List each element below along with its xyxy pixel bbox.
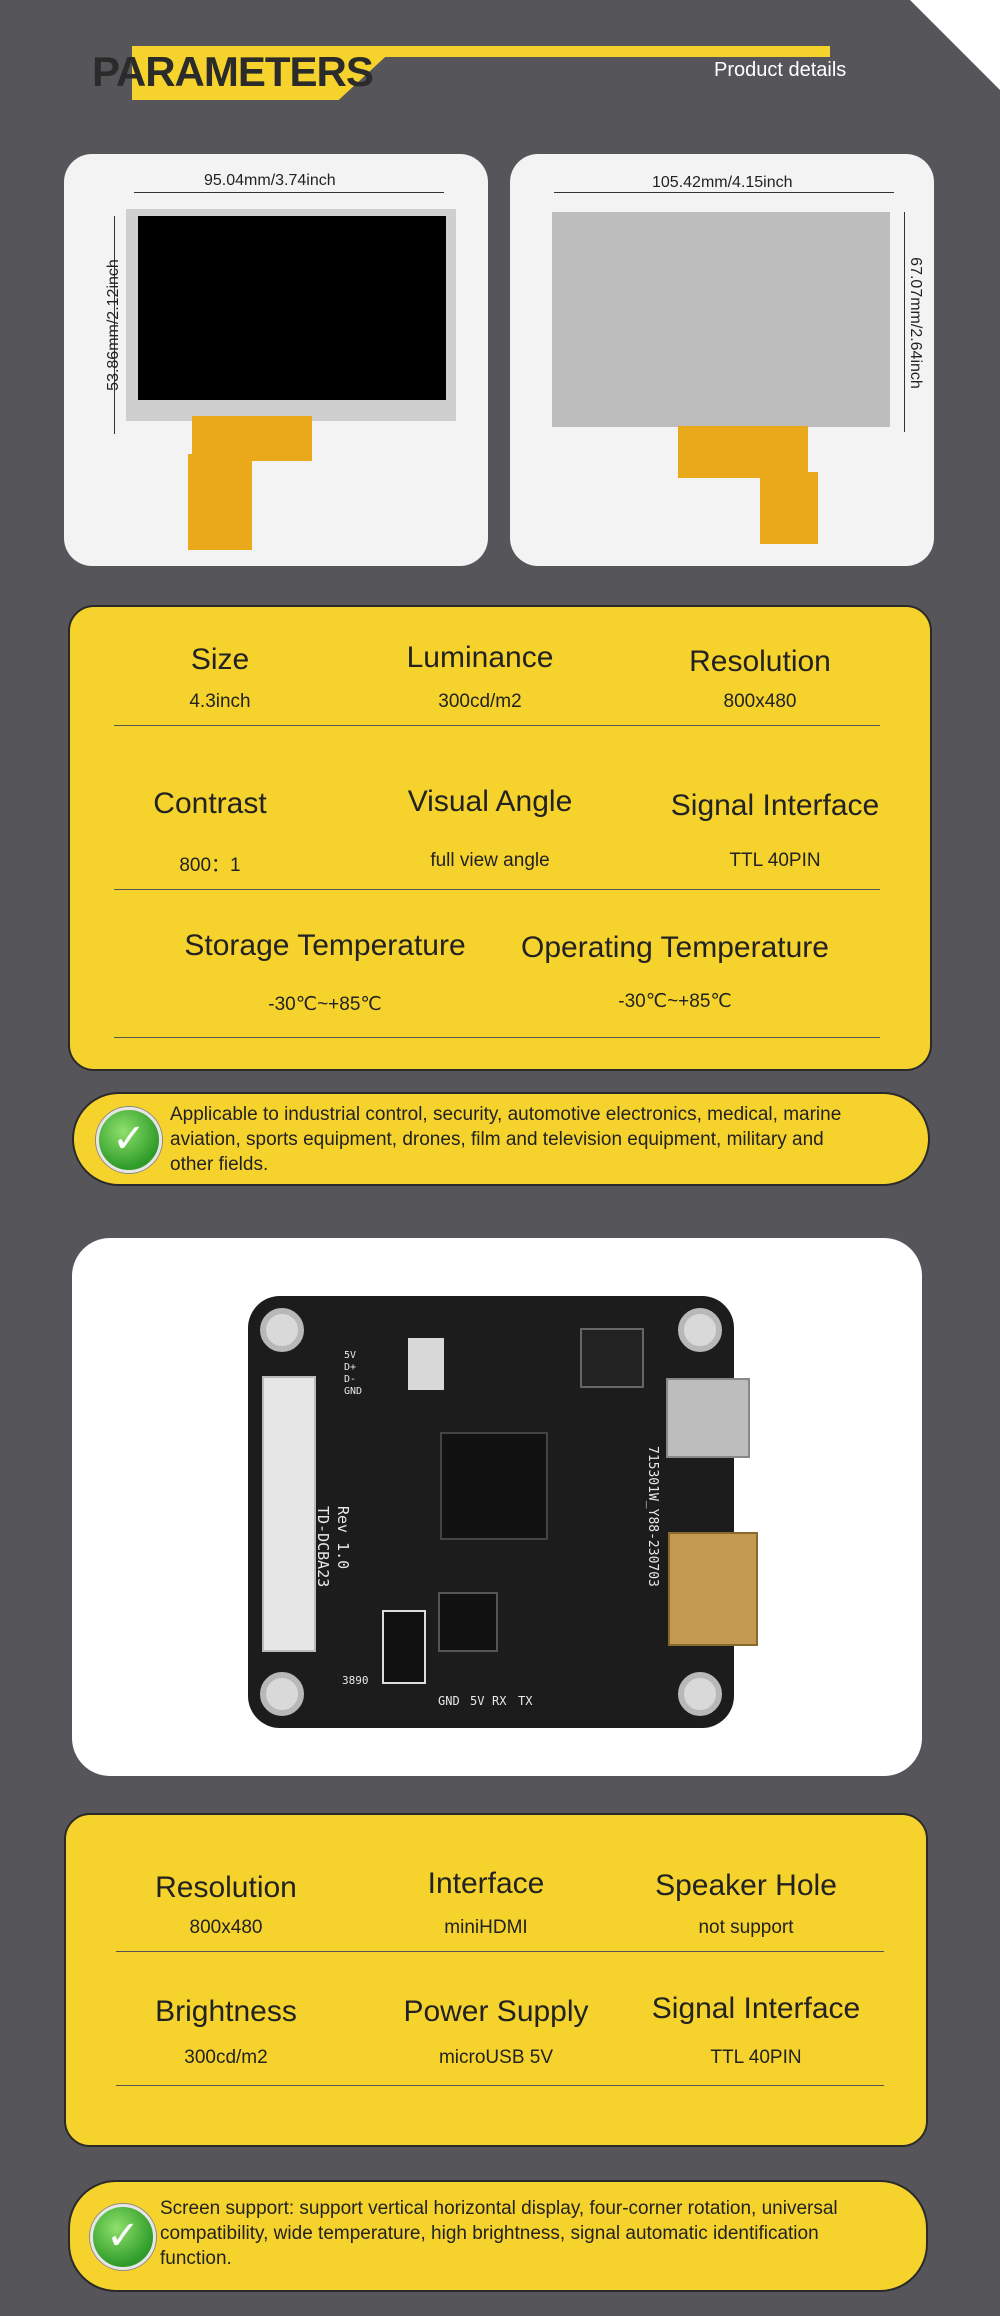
width-dimension-label: 105.42mm/4.15inch [652,174,793,191]
divider [114,725,880,726]
lcd-screen [138,216,446,400]
spec-contrast-title: Contrast [153,787,267,820]
diode [382,1610,426,1684]
page-subtitle: Product details [714,59,847,81]
spec-visual-angle-value: full view angle [430,850,550,871]
board-specs-panel: Resolution 800x480 Interface miniHDMI Sp… [64,1813,928,2147]
page-title: PARAMETERS [92,48,374,95]
spec-storage-temp-title: Storage Temperature [184,929,466,962]
spec-luminance-title: Luminance [406,641,554,674]
width-dimension-label: 95.04mm/3.74inch [204,172,336,189]
divider [116,1951,884,1952]
spec-operating-temp-value: -30℃~+85℃ [618,991,732,1012]
spec-signal-interface-value: TTL 40PIN [729,850,821,871]
spec-resolution-value: 800x480 [189,1917,263,1938]
spec-power-value: microUSB 5V [438,2047,554,2068]
spec-resolution-title: Resolution [155,1871,297,1904]
spec-contrast-value: 800：1 [179,855,241,876]
spec-size-value: 4.3inch [189,691,251,712]
title-accent-line [380,46,830,57]
driver-board-photo-card: TD-DCBA23 Rev 1.0 715301W_Y88-230703 5V … [72,1238,922,1776]
height-dimension-line [114,216,115,434]
regulator [580,1328,644,1388]
check-icon: ✓ [96,1107,162,1173]
lcd-front-photo-card: 95.04mm/3.74inch 53.86mm/2.12inch [64,154,488,566]
mount-hole [678,1308,722,1352]
fpc-connector [262,1376,316,1652]
silk-code: 715301W_Y88-230703 [645,1446,660,1587]
screen-support-note: ✓ Screen support: support vertical horiz… [68,2180,928,2292]
power-pin-label: D- [344,1374,357,1385]
lcd-fpc-top [678,426,808,478]
driver-board-pcb: TD-DCBA23 Rev 1.0 715301W_Y88-230703 5V … [248,1296,758,1728]
spec-resolution-value: 800x480 [723,691,797,712]
width-dimension-line [134,192,444,193]
spec-signal-interface-title: Signal Interface [651,1992,861,2025]
silk-rev: Rev 1.0 [334,1506,352,1570]
microusb-port [666,1378,750,1458]
minihdmi-port [668,1532,758,1646]
silk-model: TD-DCBA23 [314,1506,332,1588]
spec-visual-angle-title: Visual Angle [407,785,573,818]
mount-hole [678,1672,722,1716]
spec-brightness-title: Brightness [155,1995,297,2028]
divider [114,889,880,890]
lcd-fpc-tail [760,472,818,544]
spec-operating-temp-title: Operating Temperature [521,931,829,964]
main-chip [440,1432,548,1540]
spec-size-title: Size [190,643,250,676]
divider [116,2085,884,2086]
spec-interface-value: miniHDMI [444,1917,528,1938]
corner-decoration [910,0,1000,90]
spec-speaker-value: not support [698,1917,794,1938]
spec-luminance-value: 300cd/m2 [438,691,522,712]
pin-label-gnd: GND [438,1694,460,1708]
height-dimension-label: 53.86mm/2.12inch [105,259,122,391]
spec-storage-temp-value: -30℃~+85℃ [268,994,382,1015]
power-pin-label: GND [344,1386,363,1397]
height-dimension-label: 67.07mm/2.64inch [907,257,924,389]
pin-label-rx: RX [492,1694,507,1708]
mount-hole [260,1672,304,1716]
height-dimension-line [904,212,905,432]
spec-power-title: Power Supply [403,1995,589,2028]
lcd-back-panel [552,212,890,427]
spec-signal-interface-title: Signal Interface [670,789,880,822]
silk-small-code: 3890 [342,1674,369,1687]
lcd-specs-panel: Size 4.3inch Luminance 300cd/m2 Resoluti… [68,605,932,1071]
applications-note-text: Applicable to industrial control, securi… [170,1104,842,1175]
check-icon: ✓ [90,2204,156,2270]
spec-brightness-value: 300cd/m2 [184,2047,268,2068]
mount-hole [260,1308,304,1352]
spec-resolution-title: Resolution [689,645,831,678]
power-pin-label: 5V [344,1350,357,1361]
pin-label-tx: TX [518,1694,533,1708]
pin-label-5v: 5V [470,1694,485,1708]
spec-signal-interface-value: TTL 40PIN [710,2047,802,2068]
inductor [438,1592,498,1652]
spec-speaker-title: Speaker Hole [655,1869,837,1902]
lcd-fpc-tail [188,454,252,550]
lcd-back-photo-card: 105.42mm/4.15inch 67.07mm/2.64inch [510,154,934,566]
power-pin-label: D+ [344,1362,357,1373]
component [408,1338,444,1390]
lcd-fpc-top [192,416,312,461]
screen-support-note-text: Screen support: support vertical horizon… [160,2198,838,2269]
applications-note: ✓ Applicable to industrial control, secu… [72,1092,930,1186]
spec-interface-title: Interface [427,1867,545,1900]
divider [114,1037,880,1038]
width-dimension-line [554,192,894,193]
